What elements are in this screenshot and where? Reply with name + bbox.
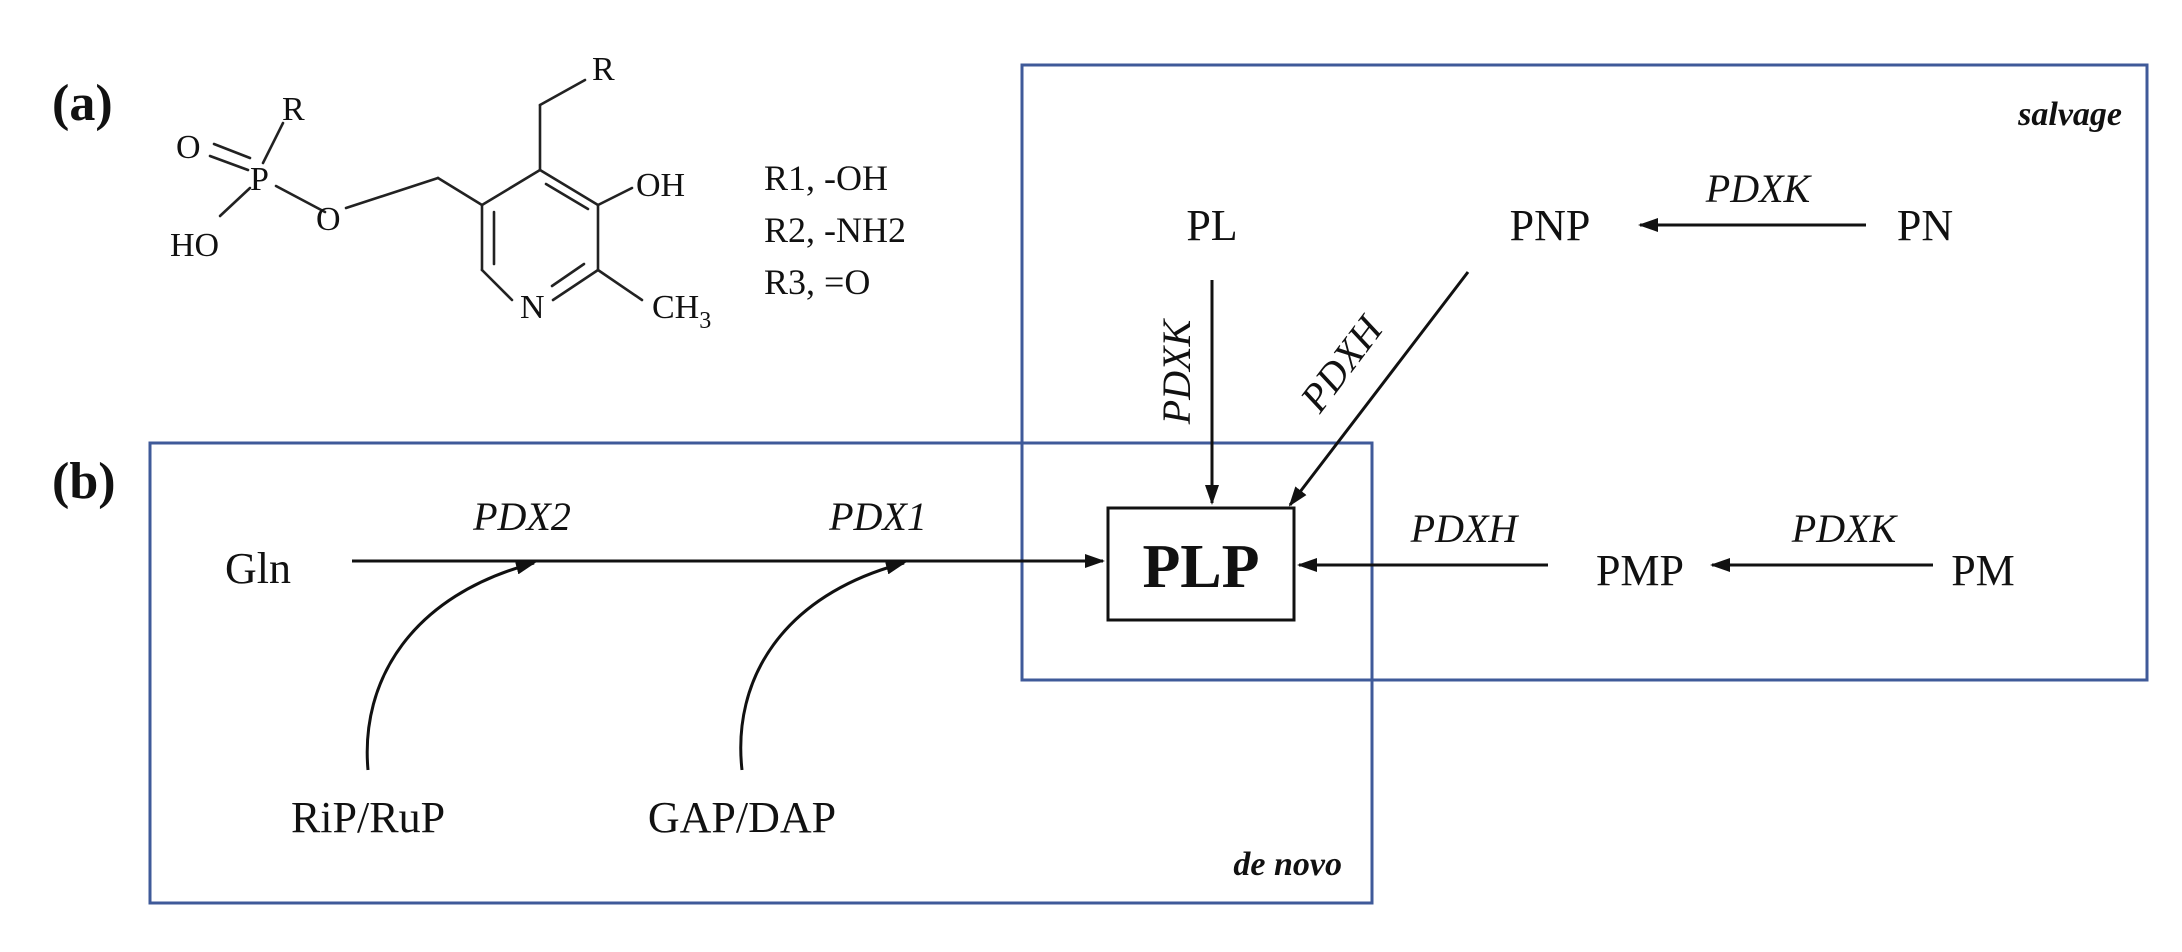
enzyme-pdxk-pl: PDXK (1154, 317, 1199, 425)
r-group-2: R2, -NH2 (764, 210, 906, 250)
enzyme-pdx2: PDX2 (472, 494, 571, 539)
de-novo-region-box (148, 441, 1374, 905)
atom-n: N (520, 289, 545, 326)
atom-r-top: R (592, 51, 615, 88)
arrow-gap-dap-to-pdx1 (739, 560, 906, 771)
enzyme-pdxh-pmp: PDXH (1410, 506, 1520, 551)
enzyme-pdx1: PDX1 (828, 494, 927, 539)
atom-r-phosphate: R (282, 91, 305, 128)
node-plp: PLP (1142, 533, 1259, 601)
panel-label-a: (a) (52, 75, 113, 132)
r-group-3: R3, =O (764, 262, 870, 302)
node-gap-dap: GAP/DAP (648, 793, 836, 842)
atom-ch3: CH3 (652, 289, 711, 334)
arrow-rip-rup-to-pdx2 (365, 560, 536, 771)
node-pn: PN (1897, 201, 1953, 250)
atom-o-double: O (176, 129, 201, 166)
r-group-1: R1, -OH (764, 158, 888, 198)
enzyme-pdxh-pnp: PDXH (1291, 306, 1393, 421)
node-pl: PL (1186, 201, 1237, 250)
atom-oh: OH (636, 167, 685, 204)
node-pmp: PMP (1596, 546, 1684, 595)
atom-ho: HO (170, 227, 219, 264)
node-pm: PM (1951, 546, 2015, 595)
plp-box (1106, 506, 1296, 622)
pyridoxal-structure: R R O P O HO OH N CH3 (170, 51, 711, 334)
salvage-region-label: salvage (2017, 96, 2122, 133)
salvage-region-box (1020, 63, 2149, 682)
enzyme-pdxk-pm: PDXK (1791, 506, 1899, 551)
atom-p: P (250, 161, 269, 198)
de-novo-region-label: de novo (1233, 846, 1342, 883)
enzyme-pdxk-pn: PDXK (1705, 166, 1813, 211)
node-gln: Gln (225, 544, 291, 593)
node-pnp: PNP (1510, 201, 1591, 250)
arrow-pnp-to-plp (1288, 271, 1470, 507)
panel-label-b: (b) (52, 453, 116, 510)
atom-o-ester: O (316, 201, 341, 238)
node-rip-rup: RiP/RuP (291, 793, 445, 842)
